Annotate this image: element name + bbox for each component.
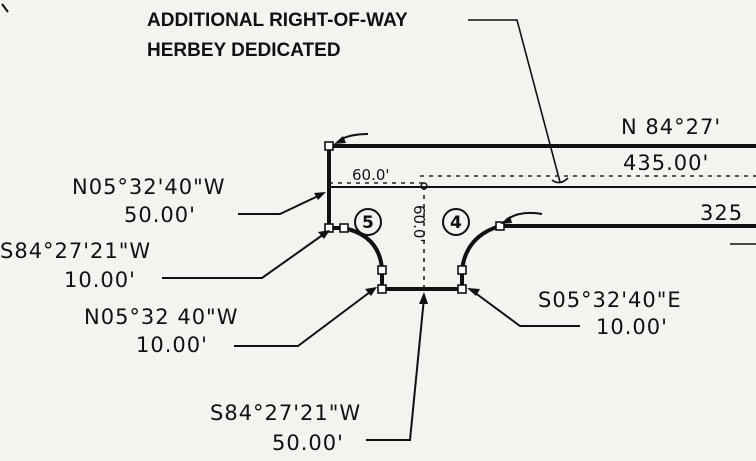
south-west-leader xyxy=(162,233,325,279)
bottom-bearing-label: S84°27'21"W xyxy=(210,401,361,425)
monument-right-curve-end xyxy=(457,265,467,275)
northwest-arrow-head xyxy=(334,136,346,144)
lot-5-circle xyxy=(354,208,382,236)
south-west-leader-arrow xyxy=(318,230,330,239)
north-bearing-label: N05°32'40"W xyxy=(72,175,226,199)
inner-west-leader-arrow xyxy=(365,287,377,296)
monument-west-inner xyxy=(339,223,349,233)
bottom-leader-arrow xyxy=(419,292,428,304)
north-distance-label: 50.00' xyxy=(124,203,196,227)
top-width-label: 60.0' xyxy=(352,166,390,184)
inner-west-distance-label: 10.00' xyxy=(136,333,208,357)
east-distance-label: 10.00' xyxy=(596,315,668,339)
dimension-point-marker xyxy=(420,182,428,190)
bottom-leader xyxy=(366,297,425,441)
road-bearing-label: N 84°27' xyxy=(621,115,721,139)
left-edge-mark xyxy=(1,3,9,13)
east-bearing-label: S05°32'40"E xyxy=(538,288,682,312)
lot-4-label: 4 xyxy=(450,213,462,233)
bottom-distance-label: 50.00' xyxy=(272,431,344,455)
inner-west-leader xyxy=(234,291,371,347)
monument-southwest xyxy=(377,284,387,294)
east-leader-arrow xyxy=(467,288,480,296)
header-leader-tick xyxy=(551,177,569,184)
lot-4-circle xyxy=(442,208,470,236)
south-west-bearing-label: S84°27'21"W xyxy=(0,239,151,263)
monument-east xyxy=(495,221,505,231)
header-line-1: ADDITIONAL RIGHT-OF-WAY xyxy=(147,10,408,31)
left-curve-line xyxy=(343,226,384,271)
monument-southeast xyxy=(457,284,467,294)
south-west-distance-label: 10.00' xyxy=(64,268,136,292)
north-leader-arrow xyxy=(314,192,326,200)
side-depth-label: 60.0' xyxy=(410,205,428,243)
road-distance-label: 435.00' xyxy=(623,151,709,175)
monument-left-curve-end xyxy=(377,265,387,275)
lot-5-label: 5 xyxy=(362,213,374,233)
inner-west-bearing-label: N05°32 40"W xyxy=(84,305,238,329)
east-curve-leader xyxy=(505,211,543,221)
east-curve-arrow xyxy=(500,216,512,224)
right-curve-line xyxy=(460,224,501,271)
header-leader xyxy=(468,19,561,183)
header-line-2: HERBEY DEDICATED xyxy=(147,40,341,61)
monument-west xyxy=(324,223,334,233)
north-leader xyxy=(238,195,319,215)
monument-northwest xyxy=(324,141,334,151)
east-leader xyxy=(473,291,580,327)
road-partial-distance-label: 325 xyxy=(700,201,743,225)
